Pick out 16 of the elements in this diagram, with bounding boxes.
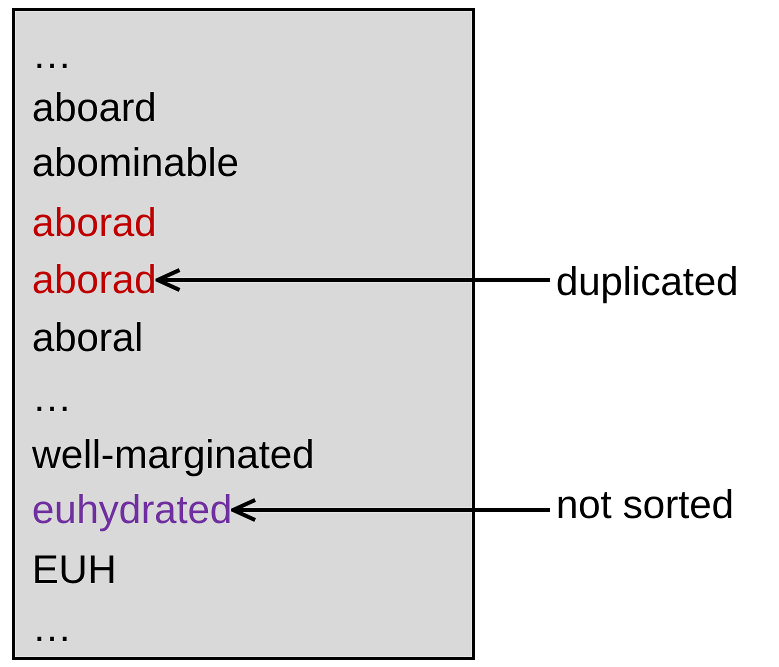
list-item: abominable	[32, 139, 239, 187]
list-item: …	[32, 31, 72, 79]
list-item: aboard	[32, 84, 157, 132]
list-item: well-marginated	[32, 431, 314, 479]
annotation-label: duplicated	[556, 258, 738, 306]
list-item: …	[32, 374, 72, 422]
list-item: aboral	[32, 314, 144, 362]
arrow	[156, 268, 550, 292]
list-item: …	[32, 604, 72, 652]
list-item: aborad	[32, 199, 157, 247]
annotation-label: not sorted	[556, 481, 734, 529]
arrow	[231, 498, 550, 522]
list-item: aborad	[32, 256, 157, 304]
word-list-panel	[12, 8, 475, 660]
list-item: euhydrated	[32, 486, 232, 534]
list-item: EUH	[32, 546, 116, 594]
